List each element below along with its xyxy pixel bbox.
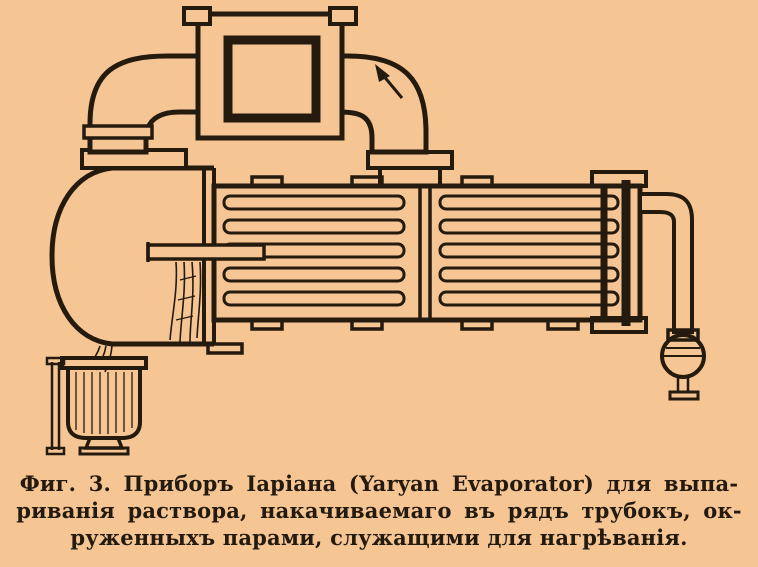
falling-liquor-hatch — [169, 261, 202, 343]
steam-trap — [638, 192, 706, 401]
caption-line-2: риванія раствора, накачиваемаго въ рядъ … — [16, 498, 742, 523]
figure-illustration — [45, 6, 706, 456]
tube-bank-right — [438, 194, 620, 307]
caption-line-3: руженныхъ парами, служащими для нагрѣван… — [70, 525, 688, 550]
caption-line-1: Фиг. 3. Приборъ Iаріана (Yaryan Evaporat… — [19, 471, 739, 496]
vapor-flow-arrow-icon — [375, 64, 404, 99]
yaryan-evaporator-diagram — [45, 6, 706, 456]
receiver-vessel — [45, 356, 148, 456]
separator-box — [182, 6, 358, 141]
feed-pipe — [146, 242, 266, 262]
evaporator-body — [49, 148, 648, 355]
tube-bank-left — [222, 194, 406, 307]
figure-caption: Фиг. 3. Приборъ Iаріана (Yaryan Evaporat… — [0, 470, 758, 551]
